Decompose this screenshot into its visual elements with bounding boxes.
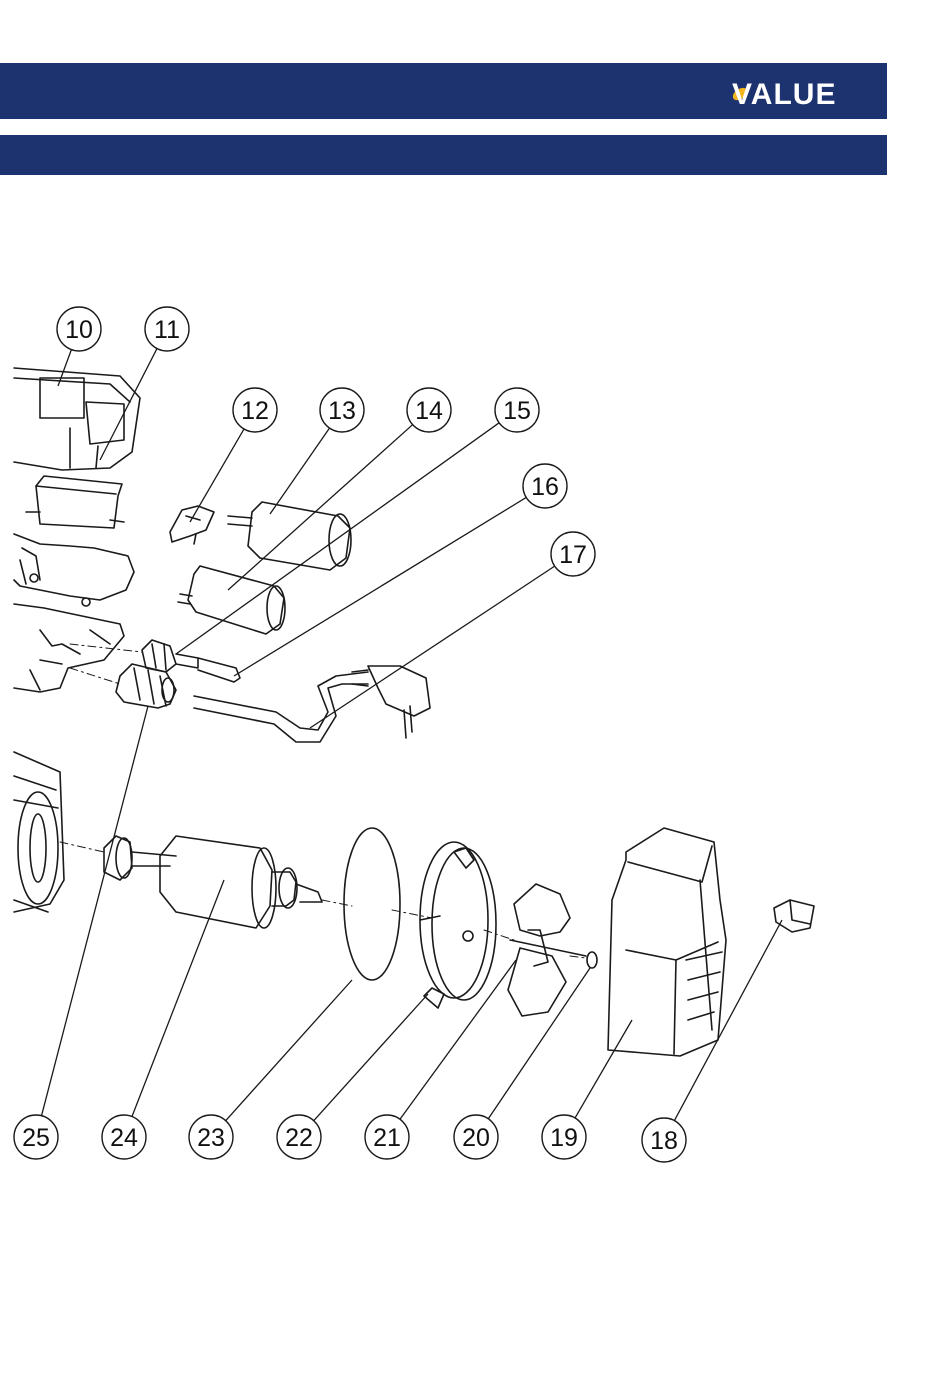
callout-number-15: 15 [503,397,531,425]
end-shield [420,842,496,1008]
callout-number-19: 19 [550,1124,578,1152]
callout-number-18: 18 [650,1127,678,1155]
callout-leader-lines [42,349,782,1121]
callout-number-17: 17 [559,541,587,569]
callout-number-16: 16 [531,473,559,501]
gasket-frame [14,534,134,606]
capacitor-block [26,476,124,528]
callout-number-14: 14 [415,397,443,425]
leader-line-25 [42,706,148,1116]
motor-body [14,752,64,912]
capacitor-small [178,566,285,634]
rocker-switch [774,900,814,932]
switch-cover [170,506,214,544]
capacitor-large [228,502,351,570]
power-cord-plug [194,666,430,742]
leader-line-17 [310,566,555,728]
rotor-shaft [104,836,322,928]
callout-number-12: 12 [241,397,269,425]
callout-number-25: 25 [22,1124,50,1152]
callout-number-21: 21 [373,1124,401,1152]
callout-number-24: 24 [110,1124,138,1152]
callout-number-10: 10 [65,316,93,344]
callout-number-23: 23 [197,1124,225,1152]
callout-number-11: 11 [154,316,180,344]
leader-line-19 [575,1020,632,1118]
callout-number-20: 20 [462,1124,490,1152]
leader-line-21 [400,960,516,1119]
leader-line-20 [488,968,590,1119]
callout-labels: 10 11 12 13 14 15 16 17 18 19 20 21 22 23 24 25 [14,307,686,1162]
leader-line-12 [190,429,244,522]
leader-line-15 [176,423,499,654]
leader-line-18 [674,920,782,1121]
leader-line-11 [100,349,157,460]
callout-number-22: 22 [285,1124,313,1152]
circlip [587,952,597,968]
o-ring [344,828,400,980]
leader-line-24 [132,880,224,1116]
leader-line-22 [314,994,428,1121]
callout-number-13: 13 [328,397,356,425]
insulation-sleeve [198,658,240,682]
cooling-fan [508,884,586,1016]
leader-line-13 [270,428,329,514]
fan-cover [608,828,726,1056]
